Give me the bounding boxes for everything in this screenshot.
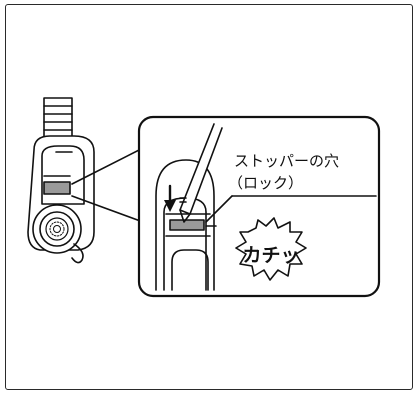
mount-stem — [43, 97, 73, 139]
click-burst — [235, 217, 307, 281]
tool-shaft — [179, 123, 223, 215]
lock-label: （ロック） — [228, 174, 303, 192]
callout-leader-top — [71, 147, 144, 185]
click-sound-text: カチッ — [242, 245, 299, 267]
device-overview — [27, 97, 95, 264]
stopper-hole-label: ストッパーの穴 — [234, 152, 339, 170]
label-pointer — [205, 195, 233, 223]
callout-leader-bottom — [71, 195, 144, 223]
zoomed-detail — [155, 123, 377, 291]
